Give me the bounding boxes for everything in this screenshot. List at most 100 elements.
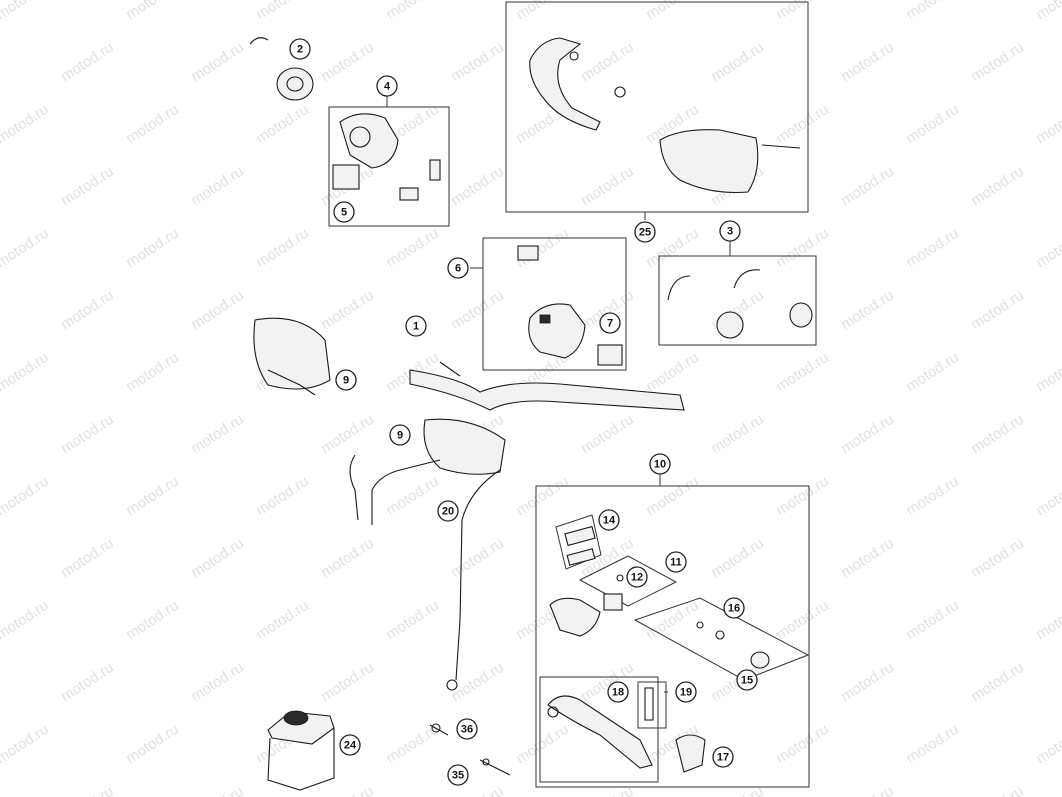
callout-circle: [634, 221, 656, 243]
box-lever-small: [637, 681, 667, 729]
part-mirror-left: [253, 317, 331, 396]
watermark-text: motod.ru: [578, 39, 637, 86]
watermark-text: motod.ru: [0, 349, 52, 396]
box-hand-guards: [505, 1, 809, 213]
watermark-text: motod.ru: [643, 597, 702, 644]
watermark-text: motod.ru: [968, 783, 1027, 797]
watermark-text: motod.ru: [123, 473, 182, 520]
watermark-text: motod.ru: [708, 411, 767, 458]
callout-circle: [447, 257, 469, 279]
watermark-text: motod.ru: [318, 659, 377, 706]
watermark-text: motod.ru: [0, 597, 52, 644]
watermark-text: motod.ru: [773, 101, 832, 148]
watermark-text: motod.ru: [123, 721, 182, 768]
callout-c1: 1: [405, 315, 427, 337]
watermark-text: motod.ru: [903, 0, 962, 23]
watermark-text: motod.ru: [0, 0, 52, 23]
watermark-text: motod.ru: [773, 597, 832, 644]
watermark-text: motod.ru: [773, 225, 832, 272]
watermark-text: motod.ru: [318, 287, 377, 334]
watermark-text: motod.ru: [903, 473, 962, 520]
callout-c6: 6: [447, 257, 469, 279]
watermark-text: motod.ru: [773, 349, 832, 396]
watermark-text: motod.ru: [188, 659, 247, 706]
assembly-boxes: [328, 1, 817, 788]
callout-circle: [736, 669, 758, 691]
watermark-text: motod.ru: [448, 39, 507, 86]
callout-label: 7: [607, 318, 613, 330]
watermark-text: motod.ru: [123, 225, 182, 272]
watermark-text: motod.ru: [123, 0, 182, 23]
watermark-text: motod.ru: [188, 287, 247, 334]
callout-label: 35: [452, 770, 464, 782]
watermark-text: motod.ru: [383, 473, 442, 520]
part-cable: [446, 469, 501, 691]
callout-label: 4: [384, 81, 391, 93]
watermark-text: motod.ru: [0, 473, 52, 520]
callout-circle: [376, 75, 398, 97]
part-handlebar: [409, 361, 685, 411]
watermark-text: motod.ru: [58, 535, 117, 582]
callout-c2: 2: [289, 38, 311, 60]
callout-c11: 11: [665, 551, 687, 573]
watermark-text: motod.ru: [903, 597, 962, 644]
watermark-text: motod.ru: [1033, 101, 1062, 148]
callout-label: 6: [455, 263, 461, 275]
leader-lines: [386, 95, 731, 693]
callout-circle: [723, 597, 745, 619]
callout-label: 3: [727, 226, 733, 238]
watermark-text: motod.ru: [188, 783, 247, 797]
callout-circle: [289, 38, 311, 60]
watermark-text: motod.ru: [123, 101, 182, 148]
watermark-text: motod.ru: [903, 721, 962, 768]
watermark-text: motod.ru: [773, 721, 832, 768]
callout-label: 16: [728, 603, 740, 615]
callout-c14: 14: [598, 509, 620, 531]
callout-circle: [607, 681, 629, 703]
watermark-text: motod.ru: [448, 163, 507, 210]
part-mirror-right: [349, 418, 506, 525]
part-hand-guards: [529, 37, 801, 193]
callout-label: 11: [670, 557, 682, 569]
watermark-text: motod.ru: [903, 349, 962, 396]
watermark-text: motod.ru: [708, 783, 767, 797]
callout-c24: 24: [339, 734, 361, 756]
watermark-text: motod.ru: [838, 411, 897, 458]
callout-label: 10: [654, 459, 666, 471]
watermark-text: motod.ru: [1033, 0, 1062, 23]
part-brake-master-cylinder: [549, 525, 770, 669]
callout-circle: [665, 551, 687, 573]
box-headlight-switch: [328, 106, 450, 227]
callout-label: 15: [741, 675, 753, 687]
callout-c5: 5: [333, 201, 355, 223]
callout-label: 18: [612, 687, 624, 699]
callout-c35: 35: [447, 764, 469, 786]
watermark-text: motod.ru: [318, 411, 377, 458]
watermark-text: motod.ru: [318, 39, 377, 86]
part-reservoir: [267, 710, 335, 791]
watermark-text: motod.ru: [0, 225, 52, 272]
part-drawings: [249, 37, 813, 791]
watermark-text: motod.ru: [188, 411, 247, 458]
watermark-text: motod.ru: [253, 0, 312, 23]
callout-circle: [598, 509, 620, 531]
callout-label: 36: [461, 724, 473, 736]
watermark-text: motod.ru: [58, 287, 117, 334]
watermark-text: motod.ru: [253, 101, 312, 148]
callout-label: 9: [397, 430, 403, 442]
part-brake-lever: [547, 687, 706, 773]
part-switch-housing: [332, 113, 441, 201]
callout-c9b: 9: [389, 424, 411, 446]
callout-circle: [649, 453, 671, 475]
watermark-text: motod.ru: [383, 597, 442, 644]
watermark-text: motod.ru: [58, 163, 117, 210]
callout-c3: 3: [719, 220, 741, 242]
callout-label: 20: [442, 506, 454, 518]
watermark-text: motod.ru: [448, 287, 507, 334]
watermark-text: motod.ru: [968, 535, 1027, 582]
box-grips: [658, 255, 817, 346]
watermark-text: motod.ru: [578, 659, 637, 706]
watermark-text: motod.ru: [838, 287, 897, 334]
